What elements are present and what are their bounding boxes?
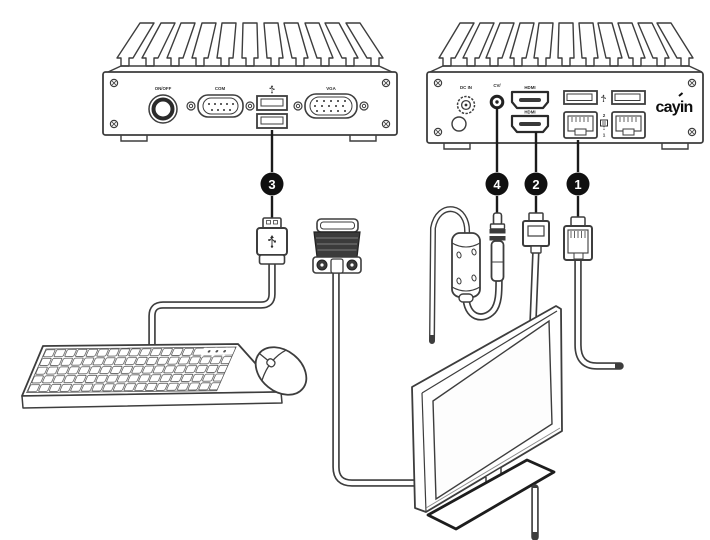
monitor-screen bbox=[432, 319, 553, 501]
brand-logo: cayin bbox=[656, 92, 693, 116]
cable-ethernet bbox=[574, 252, 624, 370]
dc-connector bbox=[489, 212, 506, 282]
monitor-stand bbox=[426, 458, 556, 531]
lan-icon: 2 1 bbox=[600, 113, 608, 138]
badge-4: 4 bbox=[485, 172, 509, 196]
logo-accent bbox=[678, 92, 684, 97]
hdmi-connector bbox=[522, 212, 550, 254]
front-device: ON/OFF COM VGA bbox=[102, 22, 398, 142]
monitor bbox=[411, 305, 563, 513]
label-onoff: ON/OFF bbox=[155, 86, 172, 91]
corner-screws-rear bbox=[433, 78, 697, 137]
label-com: COM bbox=[215, 86, 226, 91]
power-button: ON/OFF bbox=[148, 86, 178, 124]
lan-port-2 bbox=[563, 111, 598, 139]
label-lan-2: 2 bbox=[603, 113, 606, 118]
label-dc-in: DC IN bbox=[460, 85, 472, 90]
scroll-wheel bbox=[266, 358, 276, 368]
label-lan-1: 1 bbox=[603, 133, 606, 138]
cable-usb-keyboard bbox=[148, 258, 276, 352]
heatsink-front bbox=[107, 22, 393, 73]
callouts bbox=[270, 107, 580, 219]
badge-3-number: 3 bbox=[268, 177, 275, 192]
stand-base bbox=[426, 458, 556, 531]
badge-3: 3 bbox=[260, 172, 284, 196]
badge-2: 2 bbox=[524, 172, 548, 196]
badge-1: 1 bbox=[566, 172, 590, 196]
badge-2-number: 2 bbox=[532, 177, 539, 192]
dc-in-port: DC IN bbox=[456, 85, 476, 115]
usb-connector bbox=[256, 217, 288, 265]
vga-connector bbox=[312, 218, 362, 274]
rear-device: DC IN CV/ HDMI HDMI bbox=[426, 22, 704, 150]
led-indicator bbox=[223, 349, 226, 353]
com-port: COM bbox=[186, 86, 255, 118]
usb-ports-rear bbox=[563, 90, 646, 105]
vent-hole bbox=[451, 116, 467, 132]
label-vga: VGA bbox=[326, 86, 336, 91]
cable-power-adapter bbox=[429, 206, 503, 344]
led-indicator bbox=[215, 350, 219, 353]
cable-vga bbox=[332, 264, 420, 487]
usb-ports-front bbox=[256, 84, 288, 129]
lan-port-1 bbox=[611, 111, 646, 139]
badge-4-number: 4 bbox=[493, 177, 501, 192]
cayin-logo-text: cayin bbox=[656, 99, 693, 116]
vga-port: VGA bbox=[293, 86, 369, 119]
badge-1-number: 1 bbox=[574, 177, 581, 192]
hdmi-port-top: HDMI bbox=[510, 85, 550, 110]
label-hdmi-top: HDMI bbox=[524, 85, 535, 90]
hdmi-port-bottom: HDMI bbox=[510, 110, 550, 134]
corner-screws-front bbox=[109, 78, 391, 129]
label-hdmi-bottom: HDMI bbox=[524, 110, 535, 115]
chassis-feet bbox=[443, 143, 689, 150]
ethernet-connector bbox=[563, 216, 593, 261]
chassis-feet bbox=[120, 135, 377, 142]
cable-hdmi bbox=[529, 244, 540, 326]
keyboard-front-face bbox=[21, 391, 283, 409]
ferrite-bead bbox=[451, 232, 481, 303]
mouse bbox=[254, 346, 308, 396]
keyboard-keys bbox=[26, 346, 237, 394]
vga-hood bbox=[313, 231, 361, 258]
heatsink-rear bbox=[429, 22, 703, 73]
keyboard bbox=[21, 343, 283, 409]
led-indicator bbox=[207, 350, 211, 353]
label-cv: CV/ bbox=[493, 83, 501, 88]
